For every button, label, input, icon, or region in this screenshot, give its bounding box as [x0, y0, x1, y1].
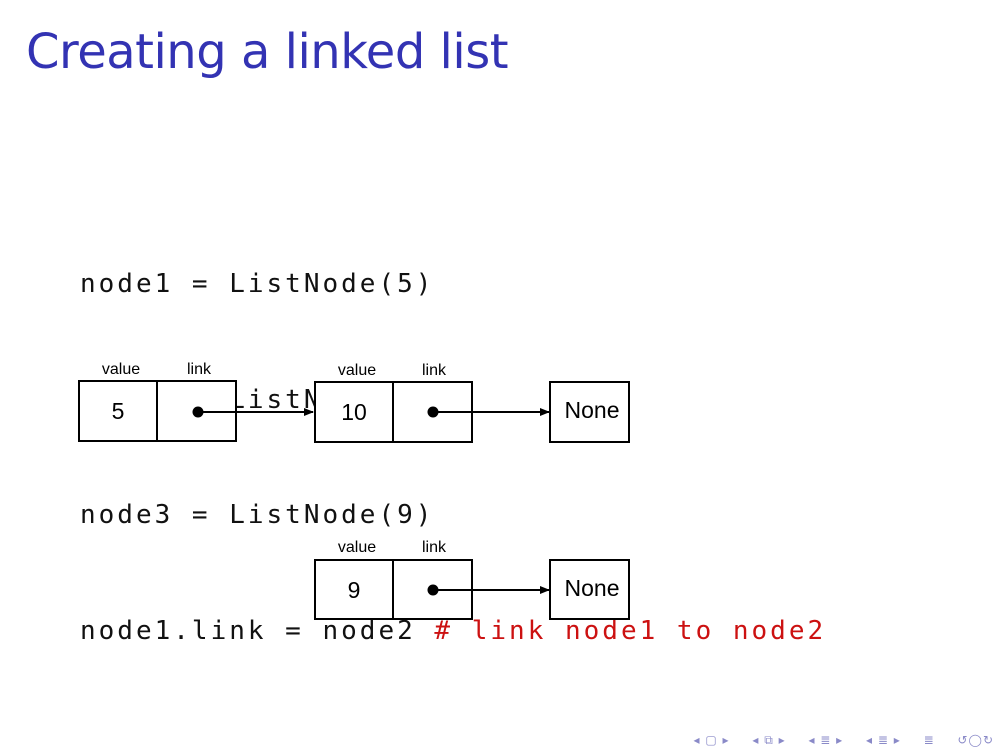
- align-icon[interactable]: ≣: [923, 733, 935, 747]
- node2-link-header: link: [422, 362, 447, 379]
- none-box-1: None: [549, 381, 630, 443]
- node2-box: value link 10: [314, 362, 473, 443]
- code-comment: # link node1 to node2: [434, 615, 827, 646]
- none-label-2: None: [565, 575, 620, 601]
- node3-value: 9: [348, 577, 361, 603]
- code-line-3: node3 = ListNode(9): [80, 500, 435, 530]
- none-label-1: None: [565, 397, 620, 423]
- node1-box: value link 5: [78, 361, 237, 442]
- search-icon[interactable]: ↺◯↻: [957, 733, 994, 747]
- node1-value-cell: [78, 380, 158, 442]
- slide-title: Creating a linked list: [26, 24, 509, 80]
- none-cell-2: [549, 559, 630, 620]
- node3-value-header: value: [338, 539, 376, 556]
- beamer-navigation: ◂ ▢ ▸ ◂ ⧉ ▸ ◂ ≣ ▸ ◂ ≣ ▸ ≣ ↺◯↻: [690, 733, 994, 748]
- none-box-2: None: [549, 559, 630, 620]
- node3-link-header: link: [422, 539, 447, 556]
- prev-subsection-icon[interactable]: ◂ ≣ ▸: [866, 733, 901, 747]
- prev-section-icon[interactable]: ◂ ≣ ▸: [808, 733, 844, 747]
- node1-value: 5: [112, 398, 125, 424]
- code-line-1: node1 = ListNode(5): [80, 269, 435, 299]
- node2-value: 10: [341, 399, 367, 425]
- node2-value-header: value: [338, 362, 376, 379]
- first-frame-icon[interactable]: ◂ ▢ ▸: [693, 733, 730, 747]
- node1-link-header: link: [187, 361, 212, 378]
- code-line-4: node1.link = node2 # link node1 to node2: [80, 612, 826, 651]
- node2-value-cell: [314, 381, 394, 443]
- node3-box: value link 9: [314, 539, 473, 620]
- prev-frame-icon[interactable]: ◂ ⧉ ▸: [752, 733, 786, 747]
- node1-value-header: value: [102, 361, 140, 378]
- none-cell-1: [549, 381, 630, 443]
- code-line-4-statement: node1.link = node2: [80, 615, 435, 646]
